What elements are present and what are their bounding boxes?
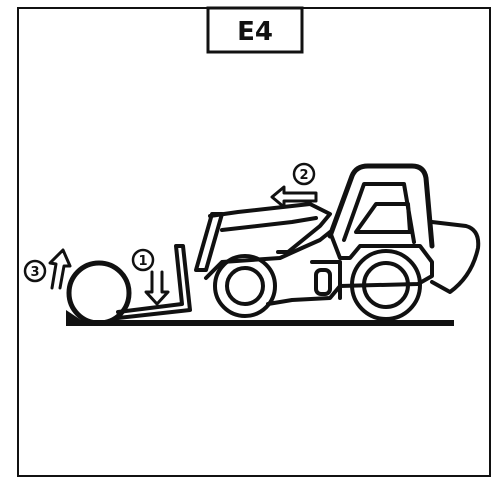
step-1-number: 1 [138, 254, 147, 269]
step-2-number: 2 [299, 168, 308, 183]
panel-frame [18, 8, 490, 476]
panel-label: E4 [237, 17, 273, 47]
panel-label-box: E4 [208, 8, 302, 52]
step-3-number: 3 [30, 265, 39, 280]
